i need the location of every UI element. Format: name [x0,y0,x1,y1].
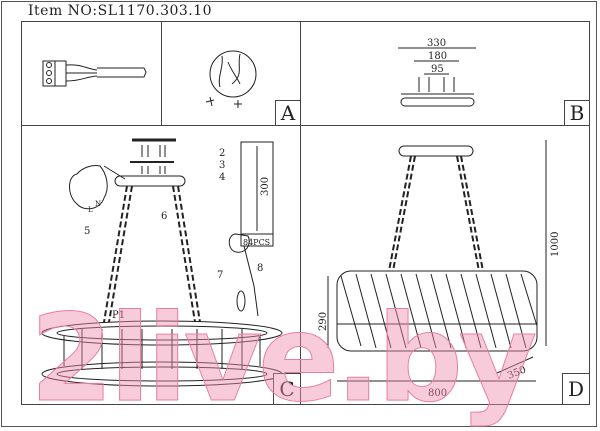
panel-c-assembly: 2 3 4 5 6 7 8 P1 N L 300 84PCS C [21,125,301,405]
terminal-block-drawing [42,60,147,87]
part-8: 8 [257,263,263,274]
terminal-l: L [88,206,93,214]
dim-95: 95 [431,64,444,75]
dim-height-body: 290 [318,312,329,331]
wire-detail-drawing [205,50,257,108]
dim-width: 800 [428,388,447,399]
part-2: 2 [219,148,225,159]
panel-a-wiring-connector [21,21,162,126]
crystal-length: 300 [260,177,271,196]
part-p1: P1 [112,310,125,321]
panel-label-d: D [562,373,589,404]
part-6: 6 [161,211,167,222]
canopy-drawing: 330 180 95 [398,38,476,107]
part-3: 3 [219,160,225,171]
panel-label-c: C [273,373,300,404]
panel-d-dimensions: 1000 290 800 350 D [300,125,590,405]
panel-a: A [161,21,301,126]
panel-label-a: A [275,100,300,125]
panel-label-b: B [564,100,589,125]
dim-330: 330 [427,38,446,49]
dim-180: 180 [428,51,447,62]
part-7: 7 [217,270,223,281]
crystal-count: 84PCS [243,238,270,247]
item-number: Item NO:SL1170.303.10 [28,3,213,19]
part-5: 5 [84,226,90,237]
part-4: 4 [219,172,225,183]
dim-height-total: 1000 [550,232,561,257]
assembly-drawing: 2 3 4 5 6 7 8 P1 N L 300 84PCS [41,138,283,387]
chandelier-dimension-drawing: 1000 290 800 350 [318,140,561,399]
terminal-n: N [95,200,101,208]
panel-b-canopy-dimensions: 330 180 95 B [300,21,590,126]
